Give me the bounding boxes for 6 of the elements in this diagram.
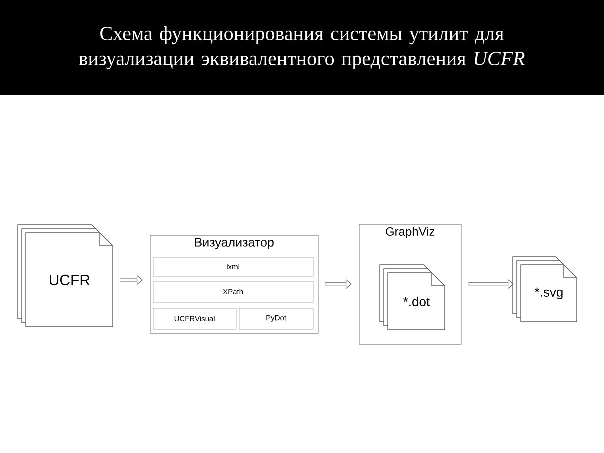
title: Схема функционирования системы утилит для визуализации эквивалентного представления UCFR xyxy=(79,26,525,70)
document-stack: *.svg xyxy=(512,256,578,322)
document-stack: UCFR xyxy=(18,224,114,328)
arrow xyxy=(326,279,352,290)
arrow xyxy=(468,279,514,290)
document-stack: *.dot xyxy=(380,264,446,330)
